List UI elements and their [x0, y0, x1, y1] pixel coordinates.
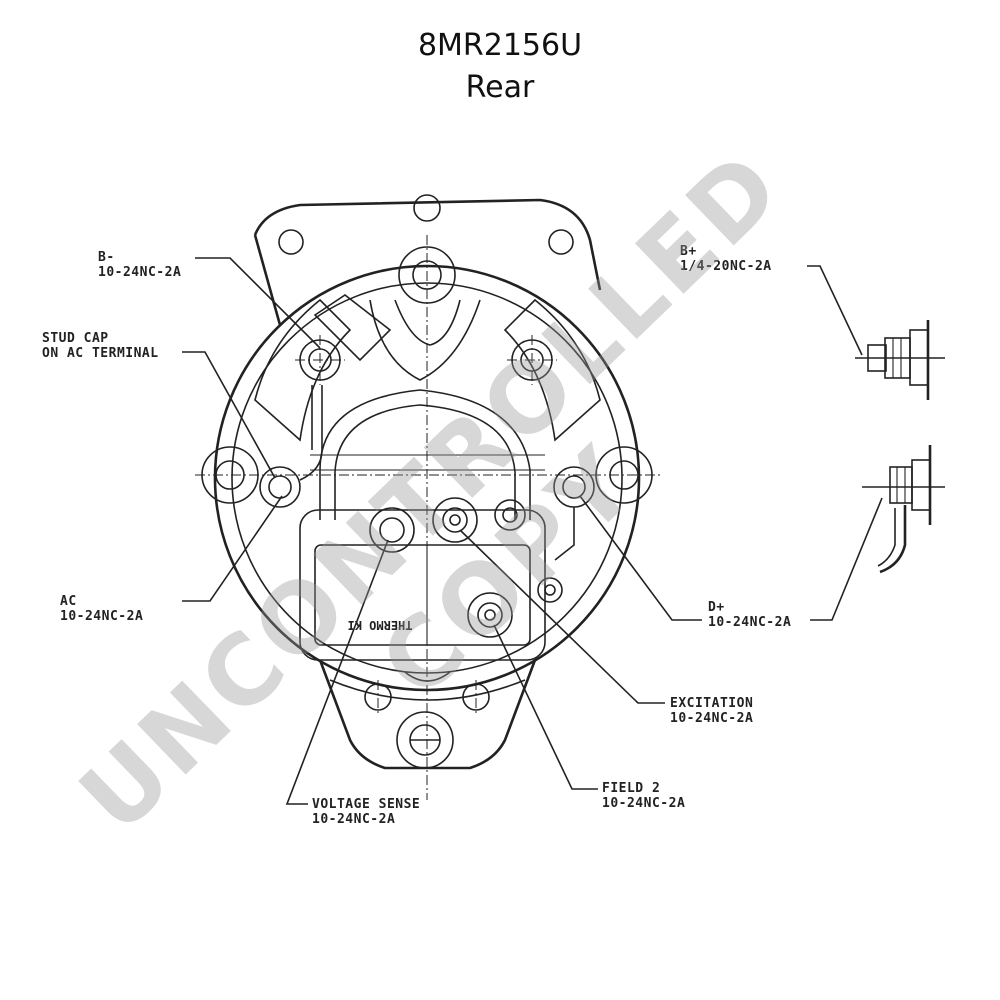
- callout-b-plus: B+ 1/4-20NC-2A: [680, 244, 772, 274]
- callout-voltage-sense-name: VOLTAGE SENSE: [312, 797, 421, 812]
- vent-window-left: [254, 298, 352, 442]
- callout-b-minus-spec: 10-24NC-2A: [98, 265, 182, 280]
- callout-excitation: EXCITATION 10-24NC-2A: [670, 696, 753, 726]
- leader-stud-cap: [182, 351, 276, 479]
- callout-d-plus-spec: 10-24NC-2A: [708, 615, 792, 630]
- callout-ac-spec: 10-24NC-2A: [60, 609, 144, 624]
- voltage-sense-terminal: [369, 507, 415, 553]
- regulator-housing: [299, 509, 546, 661]
- callout-voltage-sense-spec: 10-24NC-2A: [312, 812, 396, 827]
- connector-block: [313, 294, 392, 362]
- regulator-plate-text: THERMO KI: [347, 618, 413, 632]
- rectifier-arch: [319, 389, 531, 520]
- callout-field-2-name: FIELD 2: [602, 781, 661, 796]
- callout-ac-name: AC: [60, 594, 77, 609]
- b-plus-stud-side-view: [855, 320, 945, 400]
- leader-b-plus: [807, 265, 863, 356]
- leader-d-plus-side: [810, 497, 883, 621]
- callout-voltage-sense: VOLTAGE SENSE 10-24NC-2A: [312, 797, 420, 827]
- callout-b-plus-name: B+: [680, 244, 697, 259]
- leader-voltage-sense: [285, 539, 389, 805]
- mount-hole-right: [548, 229, 574, 255]
- part-number-title: 8MR2156U: [417, 28, 583, 63]
- callout-stud-cap: STUD CAP ON AC TERMINAL: [42, 331, 159, 361]
- view-subtitle: Rear: [465, 70, 535, 105]
- bottom-pivot-hole: [396, 711, 454, 769]
- vent-window-right: [503, 298, 601, 442]
- d-plus-stud-side-view: [862, 445, 945, 574]
- leader-field-2: [493, 624, 598, 790]
- regulator-plate: [314, 544, 531, 646]
- callout-ac: AC 10-24NC-2A: [60, 594, 143, 624]
- field-2-terminal: [467, 592, 513, 638]
- callout-field-2: FIELD 2 10-24NC-2A: [602, 781, 685, 811]
- callout-b-minus: B- 10-24NC-2A: [98, 250, 181, 280]
- excitation-terminal: [432, 497, 478, 543]
- callout-stud-cap-line1: STUD CAP: [42, 331, 109, 346]
- callout-b-minus-name: B-: [98, 250, 115, 265]
- mount-hole-left: [278, 229, 304, 255]
- mount-hole-top: [413, 194, 441, 222]
- leader-d-plus: [579, 495, 702, 621]
- callout-field-2-spec: 10-24NC-2A: [602, 796, 686, 811]
- leader-ac: [182, 495, 283, 602]
- leader-excitation: [459, 529, 665, 704]
- leader-b-minus: [195, 257, 321, 349]
- ac-terminal: [259, 466, 301, 508]
- callout-excitation-spec: 10-24NC-2A: [670, 711, 754, 726]
- callout-d-plus-name: D+: [708, 600, 725, 615]
- callout-d-plus: D+ 10-24NC-2A: [708, 600, 791, 630]
- callout-stud-cap-line2: ON AC TERMINAL: [42, 346, 159, 361]
- mounting-ear-top: [253, 198, 602, 291]
- callout-b-plus-spec: 1/4-20NC-2A: [680, 259, 772, 274]
- callout-excitation-name: EXCITATION: [670, 696, 754, 711]
- d-plus-terminal: [553, 466, 595, 508]
